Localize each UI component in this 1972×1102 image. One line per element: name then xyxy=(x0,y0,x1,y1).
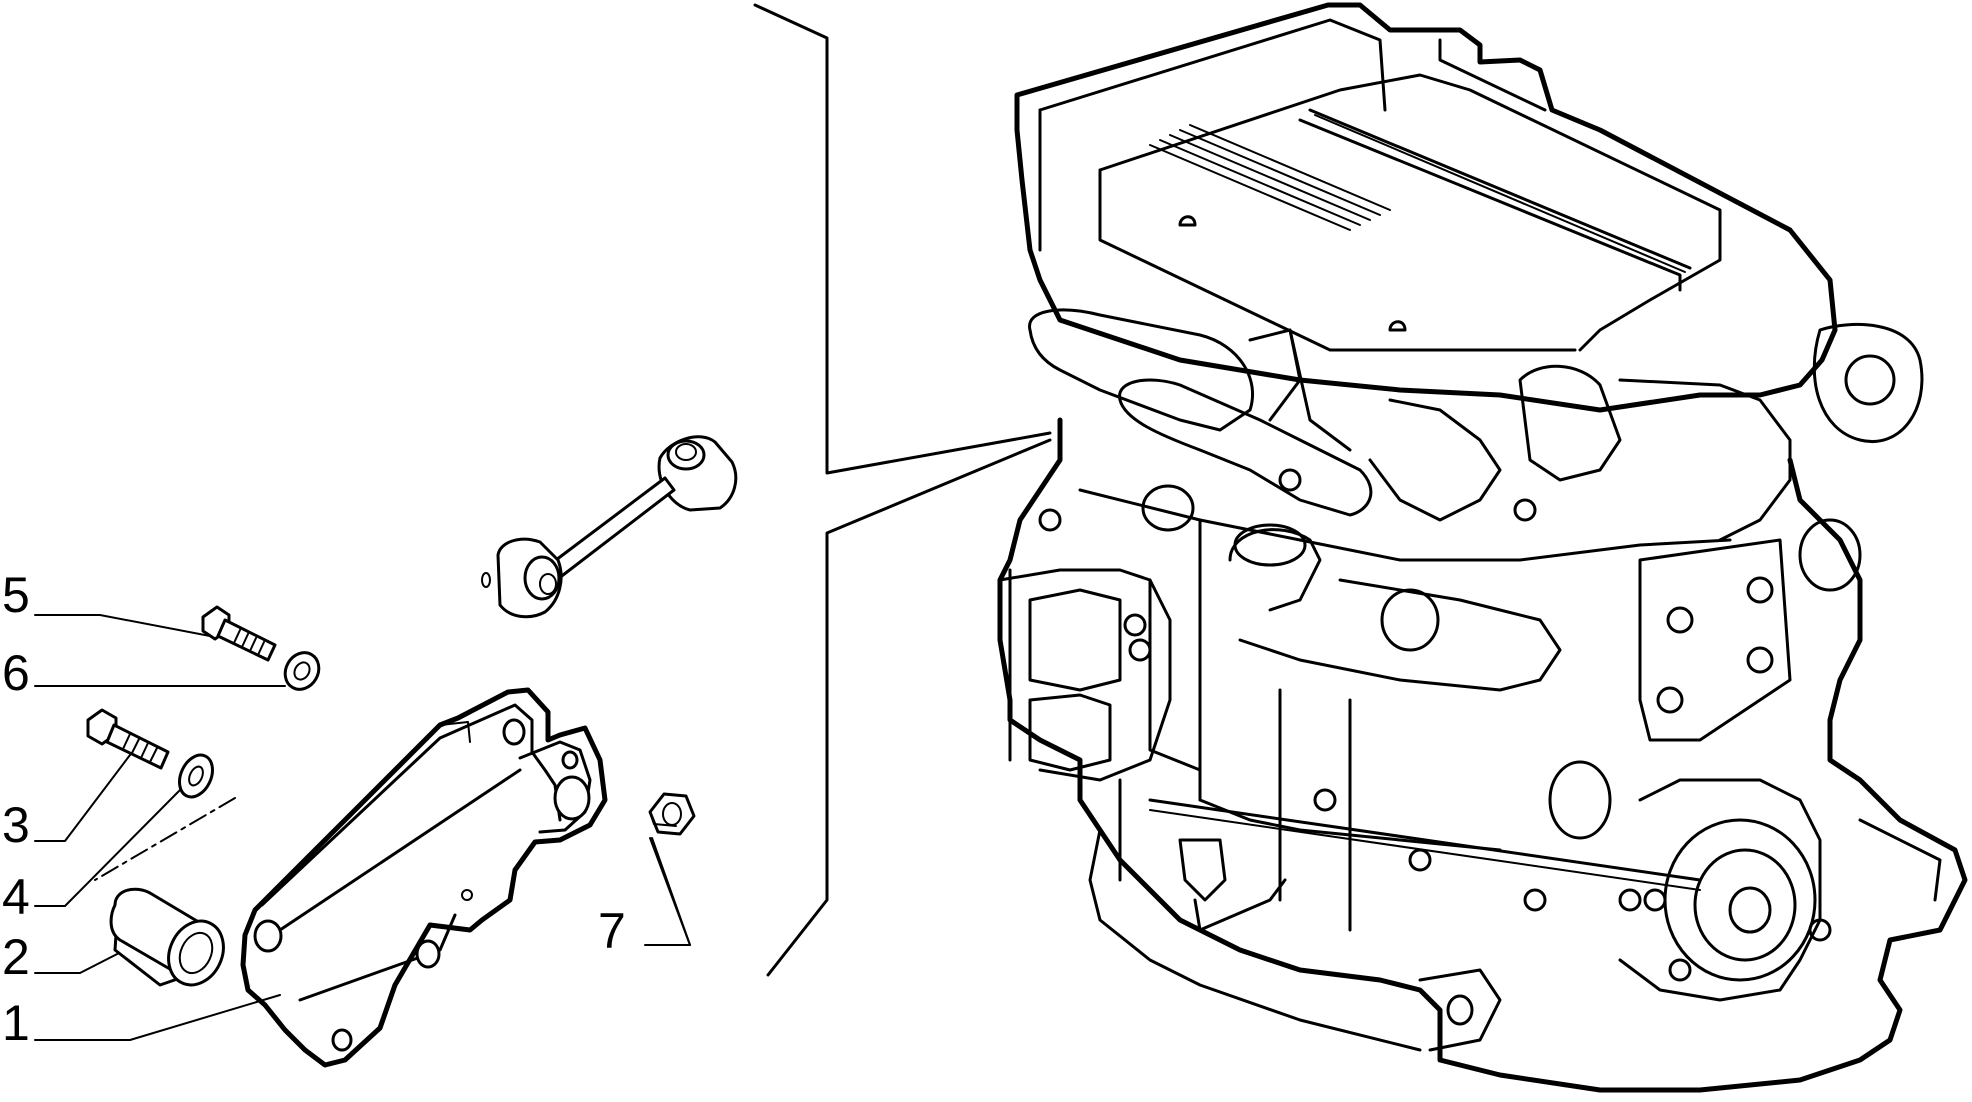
axis-centerline xyxy=(94,797,236,881)
callout-5: 5 xyxy=(2,567,30,623)
part-2-bushing xyxy=(109,887,225,987)
part-6-washer xyxy=(283,651,321,691)
callout-1: 1 xyxy=(2,995,30,1051)
engine-assembly xyxy=(997,2,1968,1093)
leader-lines xyxy=(34,614,691,1041)
callout-2: 2 xyxy=(2,929,30,985)
part-4-washer xyxy=(178,753,214,799)
part-5-bolt xyxy=(201,605,277,662)
part-3-bolt xyxy=(86,708,170,770)
group-bracket-line xyxy=(753,3,1052,977)
callout-4: 4 xyxy=(2,869,30,925)
callout-6: 6 xyxy=(2,645,30,701)
callout-7: 7 xyxy=(598,903,626,959)
part-7-nut xyxy=(648,792,696,836)
part-1-bracket xyxy=(240,687,608,1068)
callout-3: 3 xyxy=(2,797,30,853)
torque-rod xyxy=(481,435,738,619)
